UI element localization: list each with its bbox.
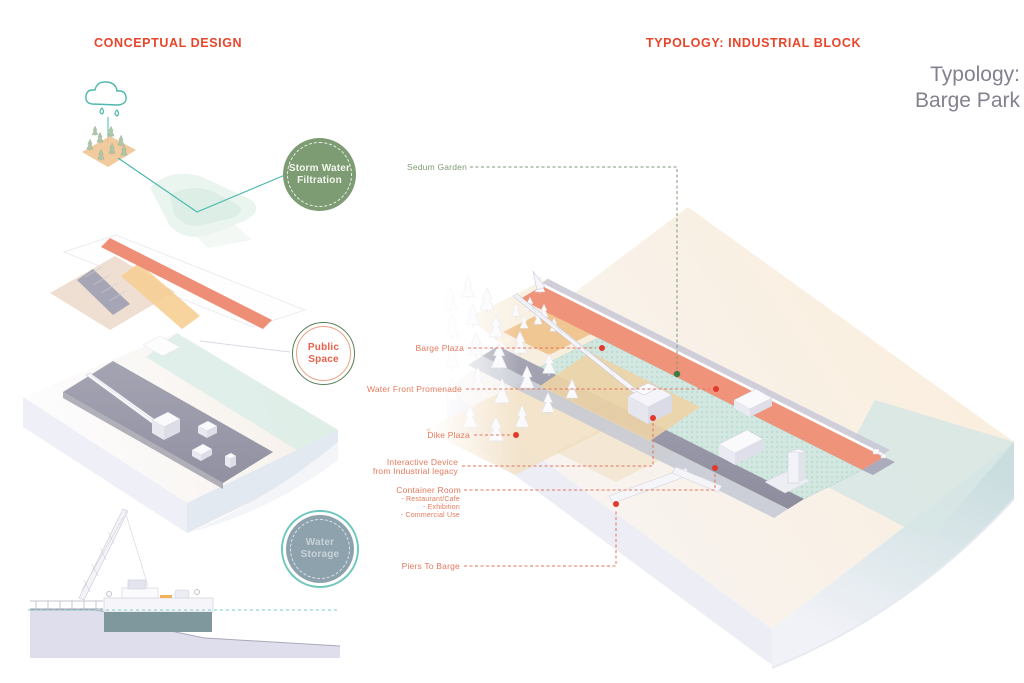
mini-crane bbox=[85, 372, 181, 440]
typology-title-line1: Typology: bbox=[930, 63, 1020, 86]
label-sedum-garden: Sedum Garden bbox=[406, 162, 467, 172]
badge-inner-ring bbox=[296, 326, 351, 381]
label-container-commercial: - Commercial Use bbox=[400, 512, 460, 519]
barge-deck-diagram bbox=[23, 333, 338, 533]
interactive-device-dot bbox=[650, 415, 656, 421]
badge-dashed-ring bbox=[290, 519, 350, 579]
pier-railing bbox=[30, 600, 103, 610]
container-boxes bbox=[718, 388, 887, 494]
badge-label: Storm Water bbox=[288, 162, 351, 174]
dike-plaza-dot bbox=[513, 432, 519, 438]
label-water-front-promenade: Water Front Promenade bbox=[366, 384, 462, 394]
label-barge-plaza: Barge Plaza bbox=[415, 343, 464, 353]
barge-park-illustration bbox=[425, 207, 1015, 669]
barge-plaza-dot bbox=[599, 345, 605, 351]
annotation-leaders bbox=[462, 166, 719, 567]
badge-dashed-ring bbox=[287, 142, 352, 207]
badge-water-storage: Water Storage bbox=[281, 510, 359, 588]
label-container-room: Container Room bbox=[396, 485, 461, 495]
label-container-restaurant: - Restaurant/Cafe bbox=[401, 496, 460, 503]
right-section-title: TYPOLOGY: INDUSTRIAL BLOCK bbox=[646, 36, 862, 50]
container-room-dot bbox=[712, 465, 718, 471]
rain-cloud-icon bbox=[85, 81, 127, 117]
promenade-dot bbox=[713, 386, 719, 392]
badge-label: Water bbox=[305, 537, 335, 548]
label-interactive-device-1: Interactive Device bbox=[386, 457, 458, 467]
badge-label: Storage bbox=[300, 549, 340, 560]
badge-label: Space bbox=[308, 353, 339, 365]
mini-containers bbox=[191, 420, 237, 468]
typology-title: Typology: Barge Park bbox=[915, 62, 1020, 114]
storm-water-diagram bbox=[82, 81, 286, 237]
badge-storm-water-filtration: Storm Water Filtration bbox=[283, 138, 356, 211]
badge-label: Public bbox=[307, 341, 340, 353]
label-interactive-device-2: from Industrial legacy bbox=[372, 466, 458, 476]
badge-public-space: Public Space bbox=[292, 322, 355, 385]
label-piers-to-barge: Piers To Barge bbox=[401, 561, 460, 571]
label-dike-plaza: Dike Plaza bbox=[427, 430, 470, 440]
pier-gangway bbox=[608, 466, 723, 504]
left-section-title: CONCEPTUAL DESIGN bbox=[94, 36, 243, 50]
section-crane bbox=[78, 508, 149, 601]
water-storage-diagram bbox=[28, 508, 341, 658]
typology-title-line2: Barge Park bbox=[914, 89, 1020, 112]
sedum-garden-dot bbox=[673, 370, 681, 378]
badge-label: Filtration bbox=[297, 174, 342, 186]
piers-dot bbox=[613, 501, 619, 507]
label-container-exhibition: - Exhibition bbox=[422, 504, 460, 511]
public-space-diagram bbox=[50, 222, 307, 353]
